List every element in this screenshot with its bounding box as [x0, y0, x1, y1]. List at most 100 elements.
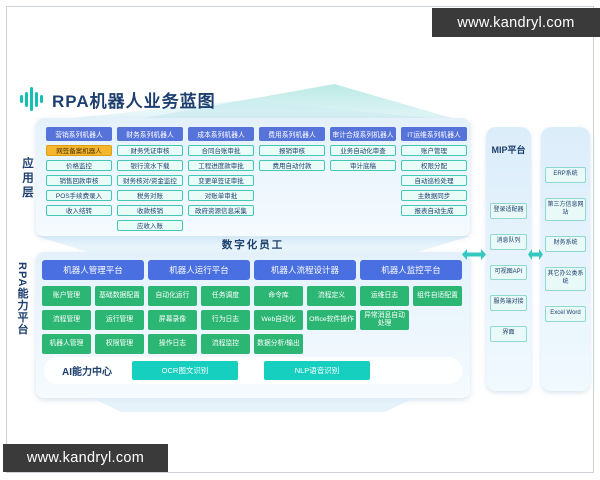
app-cell: 财务凭证审核 — [117, 144, 183, 156]
ai-center-strip: AI能力中心 OCR图文识别 NLP语音识别 — [44, 357, 462, 384]
mip-items: 登录适配器消息队列可视图API 服务端对接界面 — [490, 203, 527, 342]
app-cell: 政府资源信息采集 — [188, 204, 254, 216]
external-system-item: 其它办公类系统 — [545, 267, 586, 291]
mip-platform-panel: MIP平台 登录适配器消息队列可视图API 服务端对接界面 — [486, 127, 531, 391]
app-cell: 价格监控 — [46, 159, 112, 171]
app-column-3: 成本系列机器人合同台账审批工程进度款审批变更单签证审批对账单审批政府资源信息采集 — [188, 127, 254, 231]
app-column-header: 成本系列机器人 — [188, 127, 254, 141]
external-system-item: Excel Word — [545, 305, 586, 322]
mip-platform-title: MIP平台 — [491, 145, 526, 155]
signal-bars-icon — [20, 85, 43, 113]
platform-group-header: 机器人流程设计器 — [254, 260, 356, 280]
app-layer-label: 应用层 — [21, 157, 33, 201]
app-cell: 收款核销 — [117, 204, 183, 216]
platform-cell: 流程监控 — [201, 334, 250, 354]
platform-group-header: 机器人管理平台 — [42, 260, 144, 280]
app-column-5: 审计合规系列机器人业务自动化审查审计底稿 — [330, 127, 396, 231]
watermark-text: www.kandryl.com — [457, 14, 575, 31]
app-column-4: 费用系列机器人报销审核费用自动付款 — [259, 127, 325, 231]
platform-group-header: 机器人运行平台 — [148, 260, 250, 280]
platform-cell: 流程管理 — [42, 310, 91, 330]
app-cell: 自动巡检处理 — [401, 174, 467, 186]
base-graphic — [91, 398, 415, 412]
platform-cell: 异常消息自动处理 — [360, 310, 409, 330]
app-cell: 业务自动化审查 — [330, 144, 396, 156]
app-cell: 税务对账 — [117, 189, 183, 201]
platform-cell: 自动化运行 — [148, 286, 197, 306]
platform-cell: 机器人管理 — [42, 334, 91, 354]
external-system-item: 财务系统 — [545, 236, 586, 253]
platform-cell: Web自动化 — [254, 310, 303, 330]
platform-group-4: 机器人监控平台运维日志组件自适配置异常消息自动处理 — [360, 260, 462, 354]
platform-cell: 权限管理 — [95, 334, 144, 354]
mip-item: 可视图API — [490, 264, 527, 281]
app-cell: 对账单审批 — [188, 189, 254, 201]
app-cell: 应收入账 — [117, 219, 183, 231]
platform-cell: 账户管理 — [42, 286, 91, 306]
app-cell: 收入结转 — [46, 204, 112, 216]
app-cell: 销售回款审核 — [46, 174, 112, 186]
external-systems-panel: ERP系统第三方信息网站财务系统其它办公类系统 Excel Word — [541, 127, 590, 391]
double-arrow-icon — [528, 249, 543, 260]
app-cell: 财务核对/资金监控 — [117, 174, 183, 186]
mip-item: 服务端对接 — [490, 295, 527, 312]
app-column-header: 营销系列机器人 — [46, 127, 112, 141]
digital-worker-label: 数字化员工 — [221, 239, 285, 251]
platform-cell: 运维日志 — [360, 286, 409, 306]
platform-cell: 屏幕录像 — [148, 310, 197, 330]
app-cell: 主数据同步 — [401, 189, 467, 201]
app-cell: 银行流水下载 — [117, 159, 183, 171]
ai-capability-pill: NLP语音识别 — [264, 361, 370, 380]
app-cell: 审计底稿 — [330, 159, 396, 171]
watermark-top: www.kandryl.com — [432, 8, 600, 37]
platform-group-header: 机器人监控平台 — [360, 260, 462, 280]
platform-cell: 任务调度 — [201, 286, 250, 306]
app-cell-highlighted: 网签备案机器人 — [46, 144, 112, 156]
platform-group-2: 机器人运行平台自动化运行任务调度屏幕录像行为日志操作日志流程监控 — [148, 260, 250, 354]
platform-group-cells: 账户管理基础数据配置流程管理运行管理机器人管理权限管理 — [42, 286, 144, 354]
app-cell: 工程进度款审批 — [188, 159, 254, 171]
mip-item: 界面 — [490, 326, 527, 342]
mip-item: 登录适配器 — [490, 203, 527, 219]
diagram-header: RPA机器人业务蓝图 — [20, 84, 216, 114]
external-system-item: ERP系统 — [545, 167, 586, 183]
digital-worker-band — [36, 236, 470, 252]
platform-cell: 组件自适配置 — [413, 286, 462, 306]
app-cell: 合同台账审批 — [188, 144, 254, 156]
app-cell: POS手续费录入 — [46, 189, 112, 201]
app-column-header: 费用系列机器人 — [259, 127, 325, 141]
platform-cell: 流程定义 — [307, 286, 356, 306]
app-column-header: IT运维系列机器人 — [401, 127, 467, 141]
app-cell: 费用自动付款 — [259, 159, 325, 171]
platform-group-cells: 运维日志组件自适配置异常消息自动处理 — [360, 286, 462, 330]
page-title: RPA机器人业务蓝图 — [52, 91, 216, 111]
rpa-platform-label: RPA能力平台 — [16, 262, 28, 336]
external-system-item: 第三方信息网站 — [545, 197, 586, 222]
app-column-2: 财务系列机器人财务凭证审核银行流水下载财务核对/资金监控税务对账收款核销应收入账 — [117, 127, 183, 231]
mip-item: 消息队列 — [490, 233, 527, 250]
app-cell: 权限分配 — [401, 159, 467, 171]
external-system-items: ERP系统第三方信息网站财务系统其它办公类系统 Excel Word — [545, 167, 586, 322]
platform-cell: 命令库 — [254, 286, 303, 306]
platform-group-cells: 自动化运行任务调度屏幕录像行为日志操作日志流程监控 — [148, 286, 250, 354]
page-border — [6, 6, 594, 473]
double-arrow-icon — [462, 249, 486, 260]
app-cell: 账户管理 — [401, 144, 467, 156]
watermark-bottom: www.kandryl.com — [3, 444, 168, 472]
watermark-text: www.kandryl.com — [26, 450, 145, 466]
ai-pills: OCR图文识别 NLP语音识别 — [132, 361, 370, 380]
ai-center-label: AI能力中心 — [62, 367, 112, 378]
platform-cell: 操作日志 — [148, 334, 197, 354]
platform-cell: 运行管理 — [95, 310, 144, 330]
app-cell: 报表自动生成 — [401, 204, 467, 216]
platform-cell: 基础数据配置 — [95, 286, 144, 306]
platform-cell: 数据分析/输出 — [254, 334, 303, 354]
app-cell: 变更单签证审批 — [188, 174, 254, 186]
ai-capability-pill: OCR图文识别 — [132, 361, 238, 380]
app-column-1: 营销系列机器人网签备案机器人价格监控销售回款审核 POS手续费录入收入结转 — [46, 127, 112, 231]
platform-group-1: 机器人管理平台账户管理基础数据配置流程管理运行管理机器人管理权限管理 — [42, 260, 144, 354]
